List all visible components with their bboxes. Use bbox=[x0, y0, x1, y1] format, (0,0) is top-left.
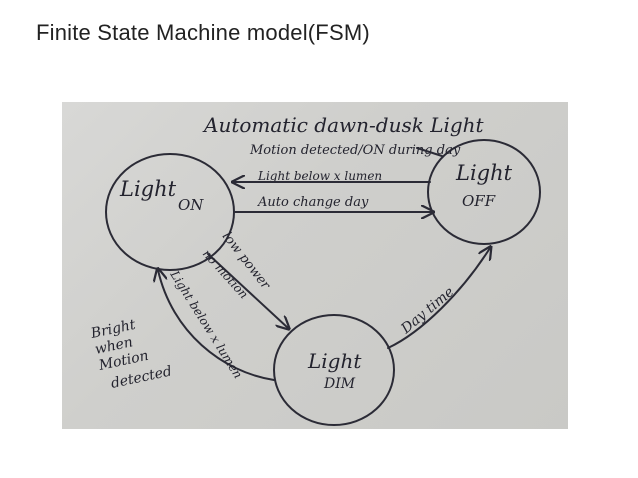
diagram-heading: Automatic dawn-dusk Light bbox=[202, 113, 485, 137]
state-dim-name: Light bbox=[307, 349, 362, 373]
bright-label-2: when bbox=[94, 334, 135, 358]
arrow-dim-to-on bbox=[158, 270, 275, 381]
transition-dim-to-off-label: Day time bbox=[398, 284, 458, 338]
state-off-name: Light bbox=[455, 161, 513, 185]
transition-on-to-off-label: Auto change day bbox=[257, 195, 369, 210]
arrow-dim-to-off bbox=[387, 248, 490, 349]
state-on-sub: ON bbox=[178, 196, 204, 214]
fsm-diagram: Automatic dawn-dusk Light Light ON Light… bbox=[89, 113, 541, 426]
state-light-dim-circle bbox=[273, 314, 395, 426]
state-dim-sub: DIM bbox=[323, 376, 356, 392]
fsm-diagram-photo: Automatic dawn-dusk Light Light ON Light… bbox=[62, 102, 568, 429]
slide-title: Finite State Machine model(FSM) bbox=[36, 20, 370, 45]
state-off-sub: OFF bbox=[462, 192, 496, 210]
transition-off-to-on-label-2: Light below x lumen bbox=[257, 169, 382, 183]
transition-off-to-on-label-1: Motion detected/ON during day bbox=[249, 143, 461, 158]
state-on-name: Light bbox=[119, 177, 177, 201]
arrow-on-to-dim bbox=[207, 253, 288, 328]
label-underline bbox=[416, 147, 443, 157]
